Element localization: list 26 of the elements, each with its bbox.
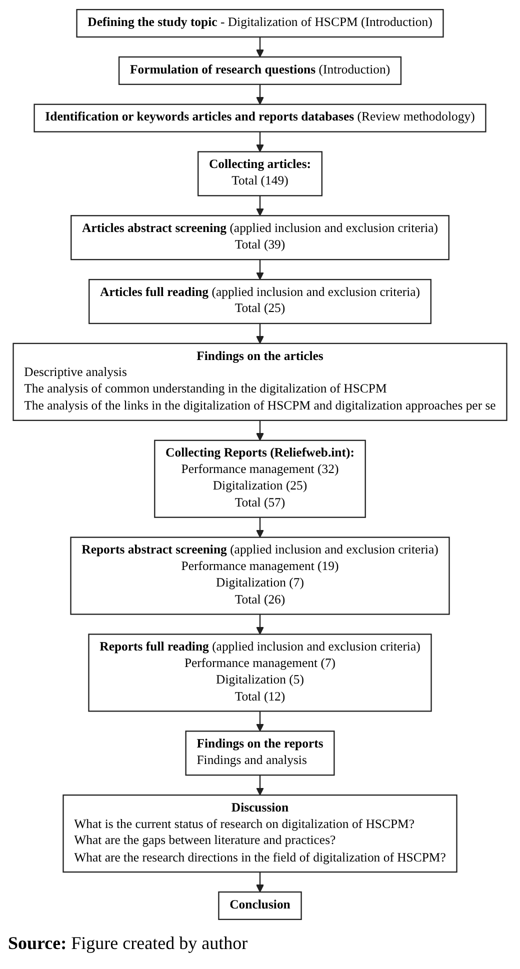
arrow: [256, 420, 264, 441]
arrow: [256, 872, 264, 892]
source-caption: Source: Figure created by author: [8, 933, 249, 954]
arrow: [256, 517, 264, 538]
node-box: Formulation of research questions (Introduction): [118, 56, 402, 85]
node-box: Identification or keywords articles and reports databases (Review methodology): [34, 104, 486, 132]
node-box: Collecting Reports (Reliefweb.int): Performance management (32) Digitalization (25) Total (57): [154, 440, 366, 518]
arrow: [256, 132, 264, 152]
arrow: [256, 84, 264, 105]
arrow: [256, 323, 264, 344]
node-box: Reports abstract screening (applied inclusion and exclusion criteria) Performance management (19) Digitalization (7) Total (26): [70, 536, 450, 615]
node-box: Conclusion: [218, 891, 302, 920]
node-box: Defining the study topic - Digitalization of HSCPM (Introduction): [76, 8, 444, 38]
node-box: Articles full reading (applied inclusion and exclusion criteria) Total (25): [88, 278, 432, 324]
node-box: Reports full reading (applied inclusion and exclusion criteria) Performance management (7) Digitalization (5) Total (12): [88, 634, 432, 712]
node-box: Findings on the articles Descriptive analysis The analysis of common understanding in the digitalization of HSCPM The analysis of the links in the digitalization of HSCPM and digitalization approaches per se: [12, 342, 508, 421]
arrow: [256, 196, 264, 216]
arrow: [256, 711, 264, 732]
node-box: Discussion What is the current status of research on digitalization of HSCPM? What are the gaps between literature and practices? What are the research directions in the field of digitalization of HSCPM?: [62, 794, 458, 873]
node-box: Collecting articles: Total (149): [198, 151, 322, 196]
node-box: Articles abstract screening (applied inclusion and exclusion criteria) Total (39): [70, 215, 450, 260]
arrow: [256, 614, 264, 635]
arrow: [256, 260, 264, 280]
arrow: [256, 775, 264, 796]
arrow: [256, 37, 264, 58]
node-box: Findings on the reports Findings and analysis: [185, 730, 335, 776]
